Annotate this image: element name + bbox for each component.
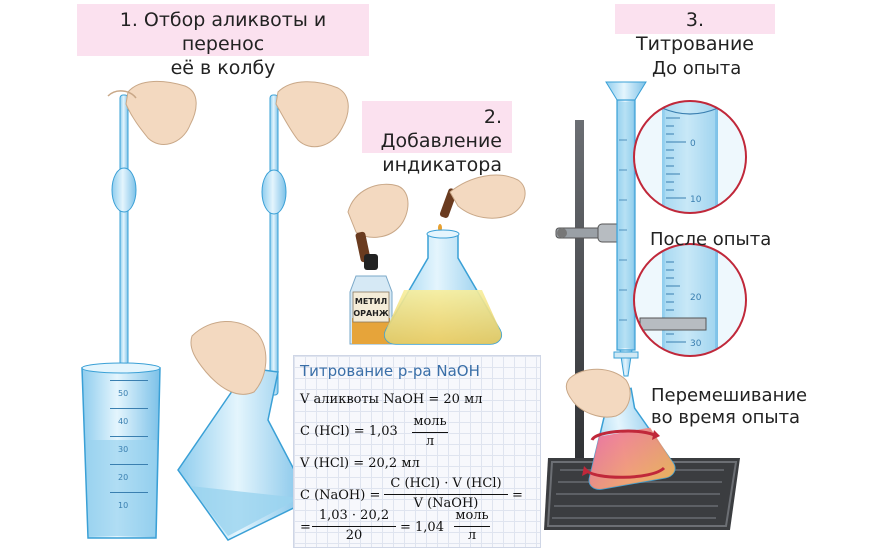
erlenmeyer-flask-yellow <box>384 229 502 345</box>
step1-label: 1. Отбор аликвоты и перенос её в колбу <box>77 4 369 79</box>
unit-denominator: л <box>425 434 435 449</box>
equals-sign: = <box>512 488 523 503</box>
burette-scale-after: 20 <box>690 293 702 303</box>
beaker-scale-label: 10 <box>118 501 128 510</box>
step1-line2: её в колбу <box>170 57 276 79</box>
calculation-title: Титрование р-ра NaOH <box>300 362 480 380</box>
pipette-left <box>111 94 137 366</box>
beaker-scale-label: 20 <box>118 473 128 482</box>
dropper-right <box>438 174 526 232</box>
burette-scale-before: 10 <box>690 195 702 205</box>
formula-numerator: C (HCl) · V (HCl) <box>390 476 502 491</box>
before-label: До опыта <box>652 58 742 79</box>
step2-line1: 2. Добавление <box>380 106 502 152</box>
hand-right-pipette <box>275 81 349 148</box>
fraction-bar <box>412 432 448 433</box>
numeric-denominator: 20 <box>345 528 363 543</box>
result-value: = 1,04 <box>400 520 444 535</box>
result-unit-denominator: л <box>467 528 477 543</box>
step2-label: 2. Добавление индикатора <box>362 101 512 176</box>
hand-dropper-left <box>347 183 409 263</box>
fraction-bar <box>312 526 396 527</box>
beaker-scale-label: 50 <box>118 389 128 398</box>
indicator-bottle: МЕТИЛ ОРАНЖ <box>349 254 393 345</box>
mixing-line1: Перемешивание <box>651 385 808 406</box>
step3-label: 3. Титрование <box>615 4 775 55</box>
graduated-beaker: 50 40 30 20 10 <box>81 362 161 539</box>
after-label: После опыта <box>650 229 772 250</box>
burette <box>605 81 647 377</box>
beaker-scale-label: 40 <box>118 417 128 426</box>
calculation-panel: Титрование р-ра NaOH V аликвоты NaOH = 2… <box>293 355 541 548</box>
burette-scale-after: 30 <box>690 339 702 349</box>
step1-line1: 1. Отбор аликвоты и перенос <box>119 9 327 55</box>
fraction-bar <box>454 526 490 527</box>
formula-denominator: V (NaOH) <box>413 496 479 511</box>
calc-line-naoh-lhs: C (NaOH) = <box>300 488 381 503</box>
magnifier-before: 0 10 <box>633 100 747 214</box>
equals-sign: = <box>300 520 311 535</box>
unit-numerator: моль <box>413 414 447 429</box>
mixing-line2: во время опыта <box>651 407 801 428</box>
hand-holding-flask <box>190 321 267 395</box>
step2-line2: индикатора <box>382 154 502 176</box>
burette-scale-before: 0 <box>690 139 696 149</box>
bottle-label-text: ОРАНЖ <box>353 309 389 318</box>
pipette-right <box>261 94 287 396</box>
calc-line-aliquot: V аликвоты NaOH = 20 мл <box>300 392 483 407</box>
magnifier-after: 20 30 <box>633 243 747 357</box>
tilted-flask <box>177 367 312 541</box>
result-unit-numerator: моль <box>455 508 489 523</box>
bottle-label-text: МЕТИЛ <box>355 297 387 306</box>
numeric-numerator: 1,03 · 20,2 <box>318 508 390 523</box>
fraction-bar <box>384 494 508 495</box>
calc-line-hcl-conc: C (HCl) = 1,03 <box>300 424 398 439</box>
burette-clamp <box>555 223 627 243</box>
mixing-label: Перемешивание во время опыта <box>651 385 807 429</box>
beaker-scale-label: 30 <box>118 445 128 454</box>
calc-line-hcl-volume: V (HCl) = 20,2 мл <box>300 456 420 471</box>
hand-swirling-flask <box>565 368 631 418</box>
hand-left-pipette <box>107 80 197 145</box>
